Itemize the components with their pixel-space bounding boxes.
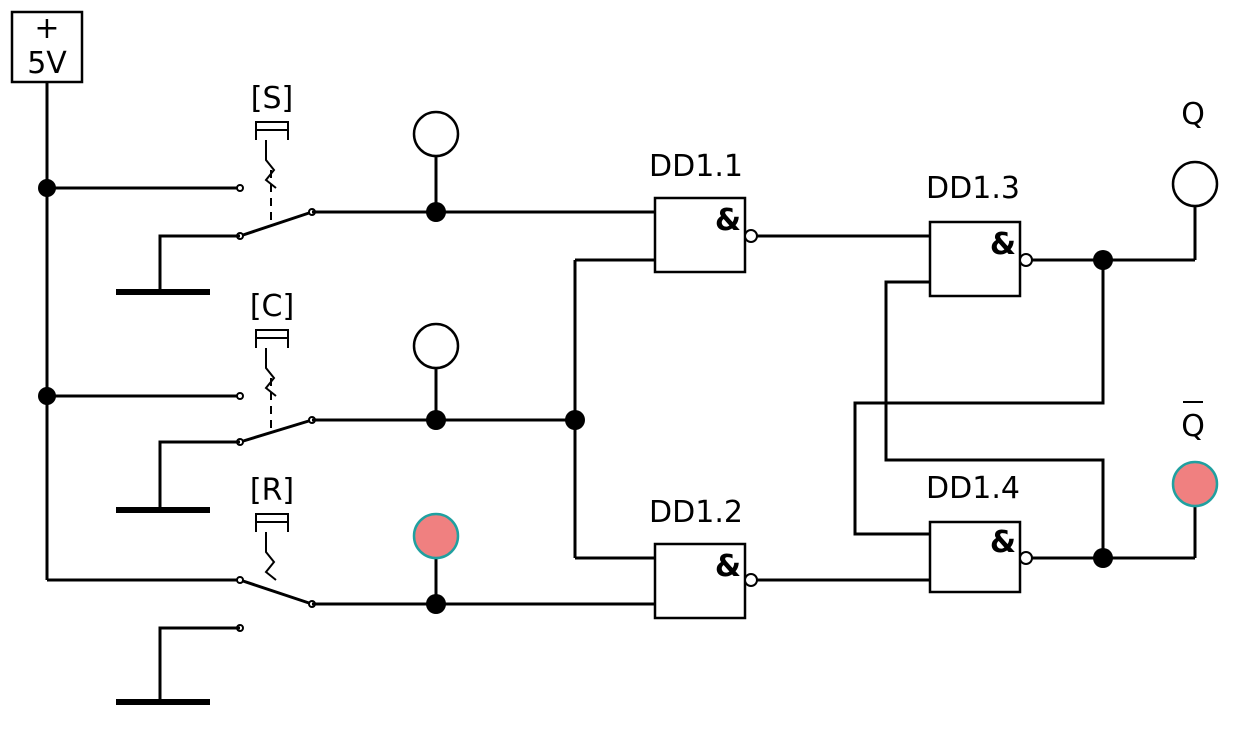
gate-dd1-2: DD1.2 & <box>649 495 758 620</box>
switch-r[interactable]: [R] <box>236 473 316 632</box>
gate-dd1-1-symbol: & <box>715 203 741 238</box>
supply-rail <box>38 82 240 582</box>
gate-dd1-2-label: DD1.2 <box>649 495 743 530</box>
ground-r <box>116 626 240 705</box>
gate-wiring <box>757 206 1197 582</box>
output-qbar-label-group: Q <box>1181 401 1205 444</box>
gate-dd1-3-label: DD1.3 <box>926 171 1020 206</box>
switch-c-label: [C] <box>250 289 294 324</box>
switch-r-label: [R] <box>250 473 294 508</box>
gate-dd1-1: DD1.1 & <box>649 149 758 274</box>
gate-dd1-4-symbol: & <box>990 525 1016 560</box>
wire-r-line <box>312 558 655 614</box>
switch-s-label: [S] <box>251 81 293 116</box>
gate-dd1-1-label: DD1.1 <box>649 149 743 184</box>
probe-lamp-c-input <box>412 322 460 370</box>
source-plus-label: + <box>34 11 59 46</box>
probe-lamp-q-output <box>1171 160 1219 208</box>
ground-c <box>116 440 240 513</box>
probe-lamp-s-input <box>412 110 460 158</box>
output-q-label: Q <box>1181 97 1205 132</box>
gate-dd1-3-symbol: & <box>990 227 1016 262</box>
source-voltage-label: 5V <box>27 46 67 81</box>
wire-s-line <box>312 156 655 222</box>
switch-c[interactable]: [C] <box>236 289 316 446</box>
gate-dd1-2-symbol: & <box>715 549 741 584</box>
gate-dd1-4: DD1.4 & <box>926 471 1033 594</box>
gate-dd1-4-label: DD1.4 <box>926 471 1020 506</box>
ground-s <box>116 234 240 295</box>
junction-dot <box>38 179 56 197</box>
switch-s[interactable]: [S] <box>236 81 316 240</box>
probe-lamp-r-input <box>412 512 460 560</box>
gate-dd1-3: DD1.3 & <box>926 171 1033 298</box>
output-qbar-label: Q <box>1181 409 1205 444</box>
junction-dot <box>38 387 56 405</box>
wire-c-line <box>312 258 655 560</box>
power-source-5v: + 5V <box>10 10 84 84</box>
probe-lamp-qbar-output <box>1171 460 1219 508</box>
